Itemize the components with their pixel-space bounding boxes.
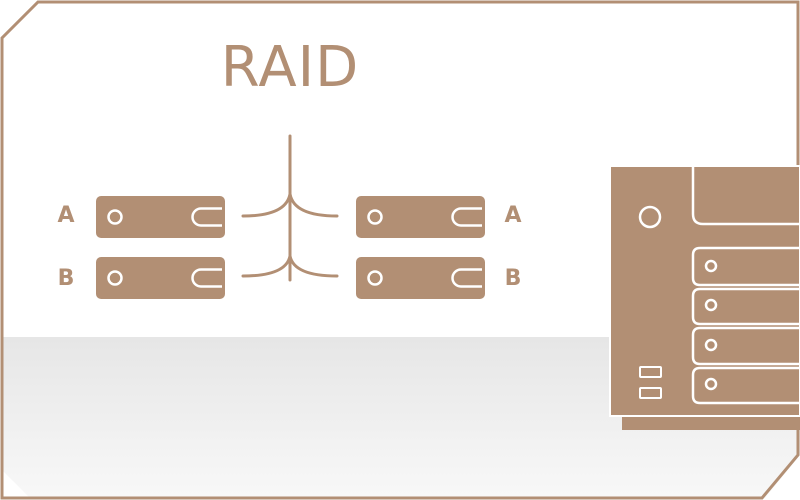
left-drive-b [96, 257, 225, 299]
left-drive-a [96, 196, 225, 238]
nas-device-icon [609, 165, 800, 430]
right-drive-a [356, 196, 485, 238]
floor-band [2, 337, 800, 498]
right-drive-b-label: B [504, 266, 522, 291]
left-drive-b-label: B [57, 266, 75, 291]
right-drive-a-label: A [504, 203, 522, 228]
raid-title: RAID [220, 35, 360, 100]
left-drive-a-label: A [57, 203, 75, 228]
right-drive-b [356, 257, 485, 299]
raid-mirror-connector-icon [241, 134, 339, 282]
